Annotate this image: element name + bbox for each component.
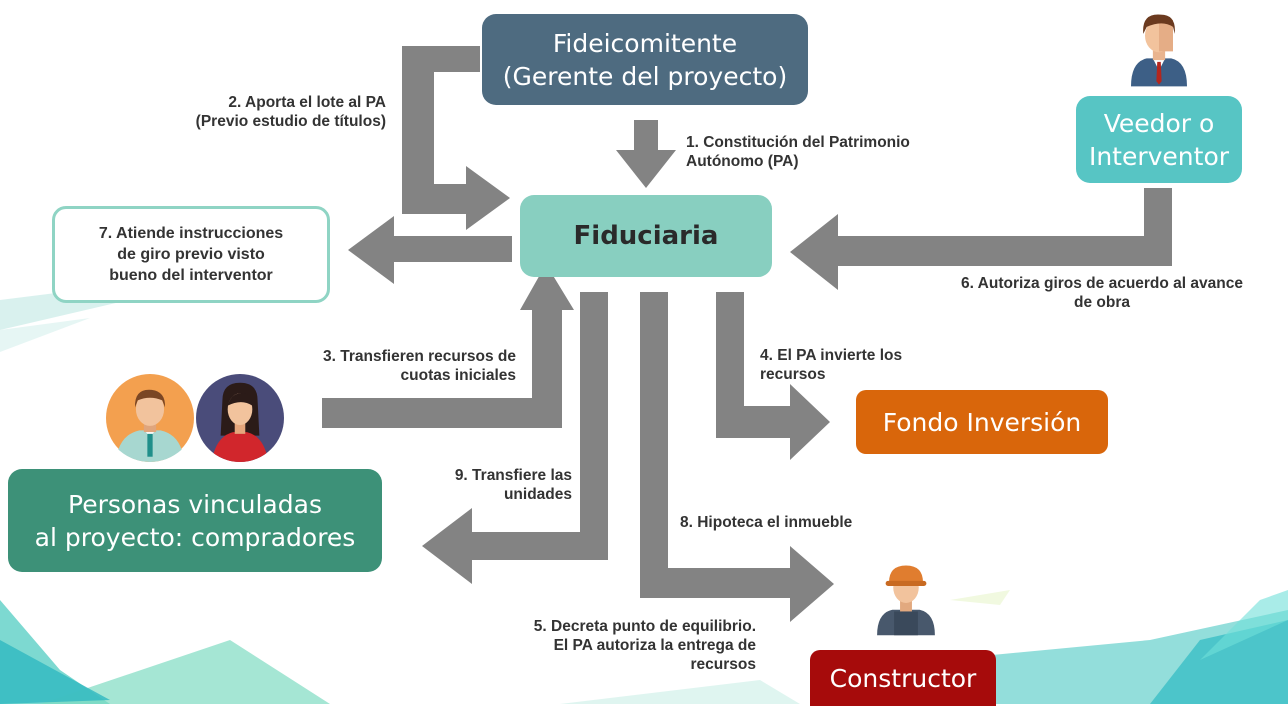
constructor-label: Constructor — [829, 663, 977, 693]
veedor-label: Veedor o Interventor — [1088, 108, 1230, 171]
arrow-step5 — [640, 292, 834, 622]
step4-label: 4. El PA invierte los recursos — [760, 347, 903, 383]
constructor-box: Constructor — [810, 650, 996, 706]
step5-label: 5. Decreta punto de equilibrio. El PA au… — [533, 618, 756, 673]
step8-label: 8. Hipoteca el inmueble — [680, 514, 853, 531]
arrow-step1 — [616, 120, 676, 188]
fiduciaria-box: Fiduciaria — [520, 195, 772, 277]
female-buyer-icon — [196, 374, 284, 462]
fiduciaria-label: Fiduciaria — [573, 221, 719, 251]
fideicomitente-box: Fideicomitente (Gerente del proyecto) — [482, 14, 808, 105]
personas-label: Personas vinculadas al proyecto: comprad… — [34, 489, 356, 552]
step3-label: 3. Transfieren recursos de cuotas inicia… — [323, 348, 516, 384]
step2-label: 2. Aporta el lote al PA (Previo estudio … — [195, 94, 386, 130]
male-buyer-icon — [106, 374, 194, 462]
step1-label: 1. Constitución del Patrimonio Autónomo … — [686, 134, 910, 170]
step9-label: 9. Transfiere las unidades — [454, 467, 572, 503]
arrow-step3 — [322, 264, 574, 428]
fondo-box: Fondo Inversión — [856, 390, 1108, 454]
arrow-step4 — [716, 292, 830, 460]
businessman-icon — [1131, 14, 1187, 87]
arrow-step7 — [348, 216, 512, 284]
arrow-step2 — [402, 46, 510, 230]
personas-box: Personas vinculadas al proyecto: comprad… — [8, 469, 382, 572]
fideicomitente-label: Fideicomitente (Gerente del proyecto) — [502, 28, 788, 91]
atiende-box: 7. Atiende instrucciones de giro previo … — [52, 206, 330, 303]
arrow-step6 — [790, 188, 1172, 290]
veedor-box: Veedor o Interventor — [1076, 96, 1242, 183]
step6-label: 6. Autoriza giros de acuerdo al avance d… — [961, 275, 1243, 311]
fondo-label: Fondo Inversión — [882, 407, 1082, 437]
construction-worker-icon — [877, 565, 935, 636]
arrow-step9 — [422, 292, 608, 584]
atiende-label: 7. Atiende instrucciones de giro previo … — [98, 225, 284, 284]
